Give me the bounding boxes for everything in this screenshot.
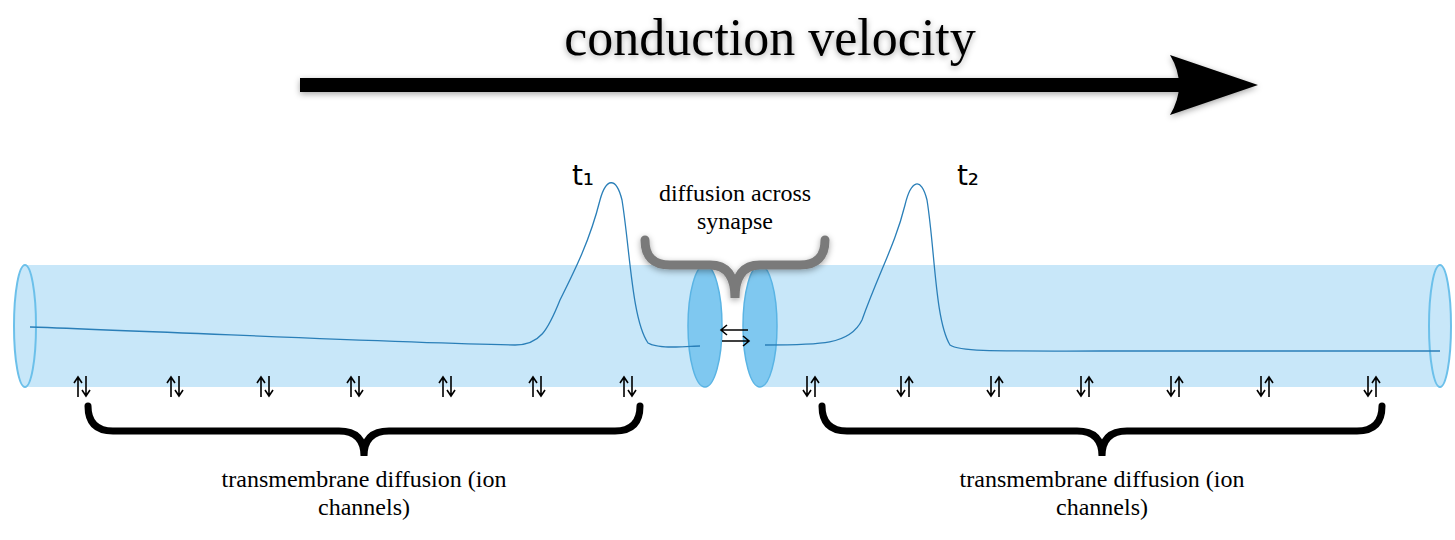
action-potential (765, 184, 1440, 351)
region-label: transmembrane diffusion (ion channels) (952, 466, 1252, 521)
axon-end (14, 265, 36, 387)
axon-body (25, 265, 707, 387)
brace (645, 240, 825, 298)
synapse-terminal (688, 265, 722, 387)
axis-title: conduction velocity (420, 8, 1120, 68)
brace (822, 406, 1382, 456)
time-label: t₁ (561, 160, 605, 192)
region-label: transmembrane diffusion (ion channels) (214, 466, 514, 521)
axon-body (760, 265, 1440, 387)
ion-channel-arrows (74, 376, 1380, 397)
exchange-arrows (721, 325, 749, 346)
time-label: t₂ (946, 160, 990, 192)
axon-end (1429, 265, 1451, 387)
synapse-label: diffusion across synapse (635, 180, 835, 235)
synapse-terminal (743, 265, 777, 387)
brace (88, 406, 640, 456)
action-potential (30, 183, 700, 347)
